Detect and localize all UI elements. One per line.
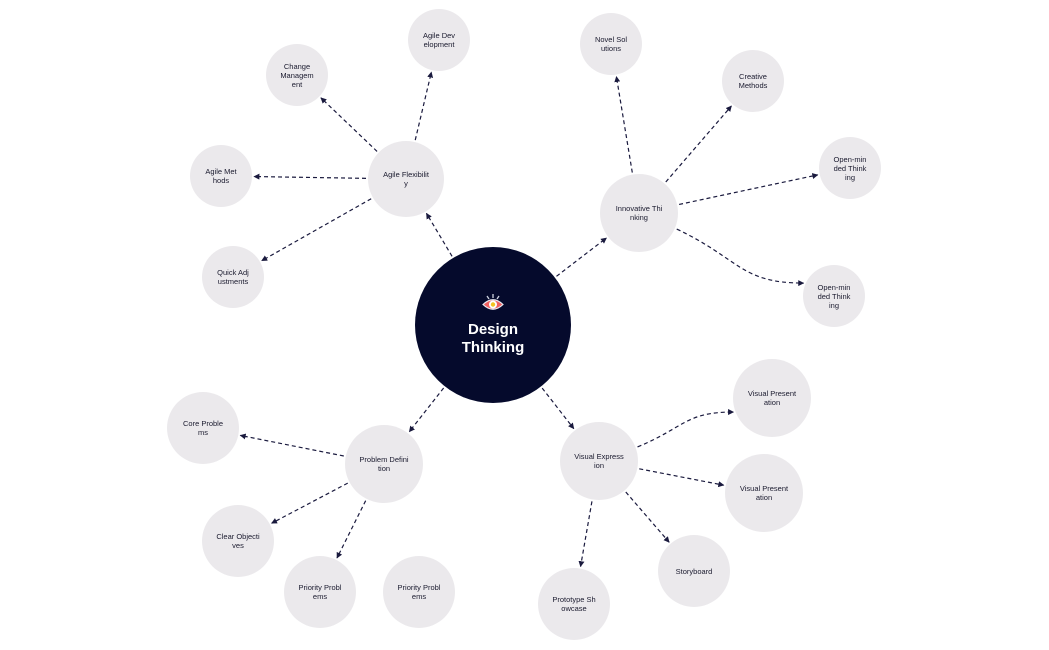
node-visual-presentation[interactable]: Visual Presentation [733,359,811,437]
node-novel-solutions[interactable]: Novel Solutions [580,13,642,75]
edge-problem-child-1 [271,482,349,524]
node-agile-flexibility[interactable]: Agile Flexibility [368,141,444,217]
node-label: Core Problems [182,419,224,437]
node-label: Agile Methods [205,167,237,185]
edge-visual-child-3 [578,501,593,568]
node-label: Innovative Thinking [615,204,663,222]
node-label: Visual Expression [574,452,624,470]
edge-agile-child-3 [261,198,372,262]
edge-innovative-child-0 [614,75,633,173]
eye-icon [482,294,504,310]
node-creative-methods[interactable]: Creative Methods [722,50,784,112]
edge-innovative-child-1 [665,105,732,183]
node-quick-adjustments[interactable]: Quick Adjustments [202,246,264,308]
node-priority-problems[interactable]: Priority Problems [284,556,356,628]
edge-visual-child-0 [637,409,735,448]
edge-agile-child-0 [414,71,434,141]
edge-agile-child-2 [253,173,367,180]
node-storyboard[interactable]: Storyboard [658,535,730,607]
node-label: Agile Development [422,31,456,49]
edge-root-to-visual [541,387,575,430]
edge-root-to-innovative [556,237,607,277]
node-label: Problem Definition [359,455,409,473]
node-visual-presentation[interactable]: Visual Presentation [725,454,803,532]
node-label: Agile Flexibility [383,170,429,188]
node-agile-development[interactable]: Agile Development [408,9,470,71]
node-label: Open-minded Thinking [817,282,851,310]
node-innovative-thinking[interactable]: Innovative Thinking [600,174,678,252]
edge-innovative-child-3 [676,228,805,287]
root-label: Design Thinking [461,321,525,356]
node-open-minded-thinking[interactable]: Open-minded Thinking [803,265,865,327]
edge-agile-child-1 [320,97,378,152]
edge-problem-child-2 [336,500,367,559]
node-label: Quick Adjustments [217,268,249,286]
node-label: Visual Presentation [747,389,797,407]
node-open-minded-thinking[interactable]: Open-minded Thinking [819,137,881,199]
node-label: Novel Solutions [594,35,628,53]
node-change-management[interactable]: Change Management [266,44,328,106]
edge-visual-child-2 [625,491,670,543]
node-agile-methods[interactable]: Agile Methods [190,145,252,207]
node-visual-expression[interactable]: Visual Expression [560,422,638,500]
node-core-problems[interactable]: Core Problems [167,392,239,464]
node-label: Open-minded Thinking [833,154,867,182]
node-label: Storyboard [675,566,713,576]
node-label: Visual Presentation [739,484,789,502]
node-prototype-showcase[interactable]: Prototype Showcase [538,568,610,640]
node-label: Prototype Showcase [552,595,596,613]
edge-problem-child-0 [239,433,344,457]
node-label: Priority Problems [397,583,441,601]
edge-visual-child-1 [639,468,725,488]
node-clear-objectives[interactable]: Clear Objectives [202,505,274,577]
node-label: Creative Methods [738,72,768,90]
node-problem-definition[interactable]: Problem Definition [345,425,423,503]
edge-root-to-problem [408,387,445,433]
node-label: Clear Objectives [216,532,260,550]
root-node-design-thinking[interactable]: Design Thinking [415,247,571,403]
node-label: Change Management [280,61,314,89]
node-priority-problems[interactable]: Priority Problems [383,556,455,628]
node-label: Priority Problems [298,583,342,601]
edge-root-to-agile [425,212,453,257]
edge-innovative-child-2 [678,173,819,206]
